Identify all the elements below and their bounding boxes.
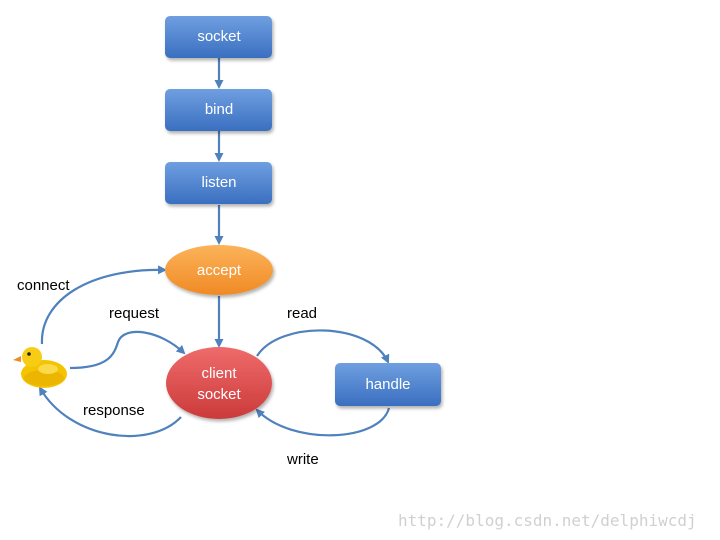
edge-write [255, 407, 391, 437]
watermark: http://blog.csdn.net/delphiwcdj [398, 511, 697, 530]
node-socket: socket [165, 16, 272, 58]
rubber-duck-icon [13, 347, 67, 388]
node-client-socket-label-1: client [201, 365, 237, 382]
node-listen-label: listen [201, 174, 236, 191]
edge-read [256, 329, 390, 364]
edge-label-response: response [83, 402, 145, 419]
node-bind-label: bind [205, 101, 233, 118]
node-listen: listen [165, 162, 272, 204]
node-client-socket-label-2: socket [197, 386, 241, 403]
edge-label-request: request [109, 305, 160, 322]
node-socket-label: socket [197, 28, 241, 45]
edge-label-connect: connect [17, 277, 70, 294]
node-handle: handle [335, 363, 441, 406]
edge-response [38, 386, 182, 438]
edges [38, 58, 391, 438]
edge-label-write: write [286, 451, 319, 468]
node-client-socket: client socket [166, 347, 272, 419]
node-accept: accept [165, 245, 273, 295]
node-bind: bind [165, 89, 272, 131]
node-accept-label: accept [197, 262, 242, 279]
edge-label-read: read [287, 305, 317, 322]
edge-request [69, 330, 186, 370]
edge-connect [40, 265, 167, 345]
node-handle-label: handle [365, 376, 410, 393]
